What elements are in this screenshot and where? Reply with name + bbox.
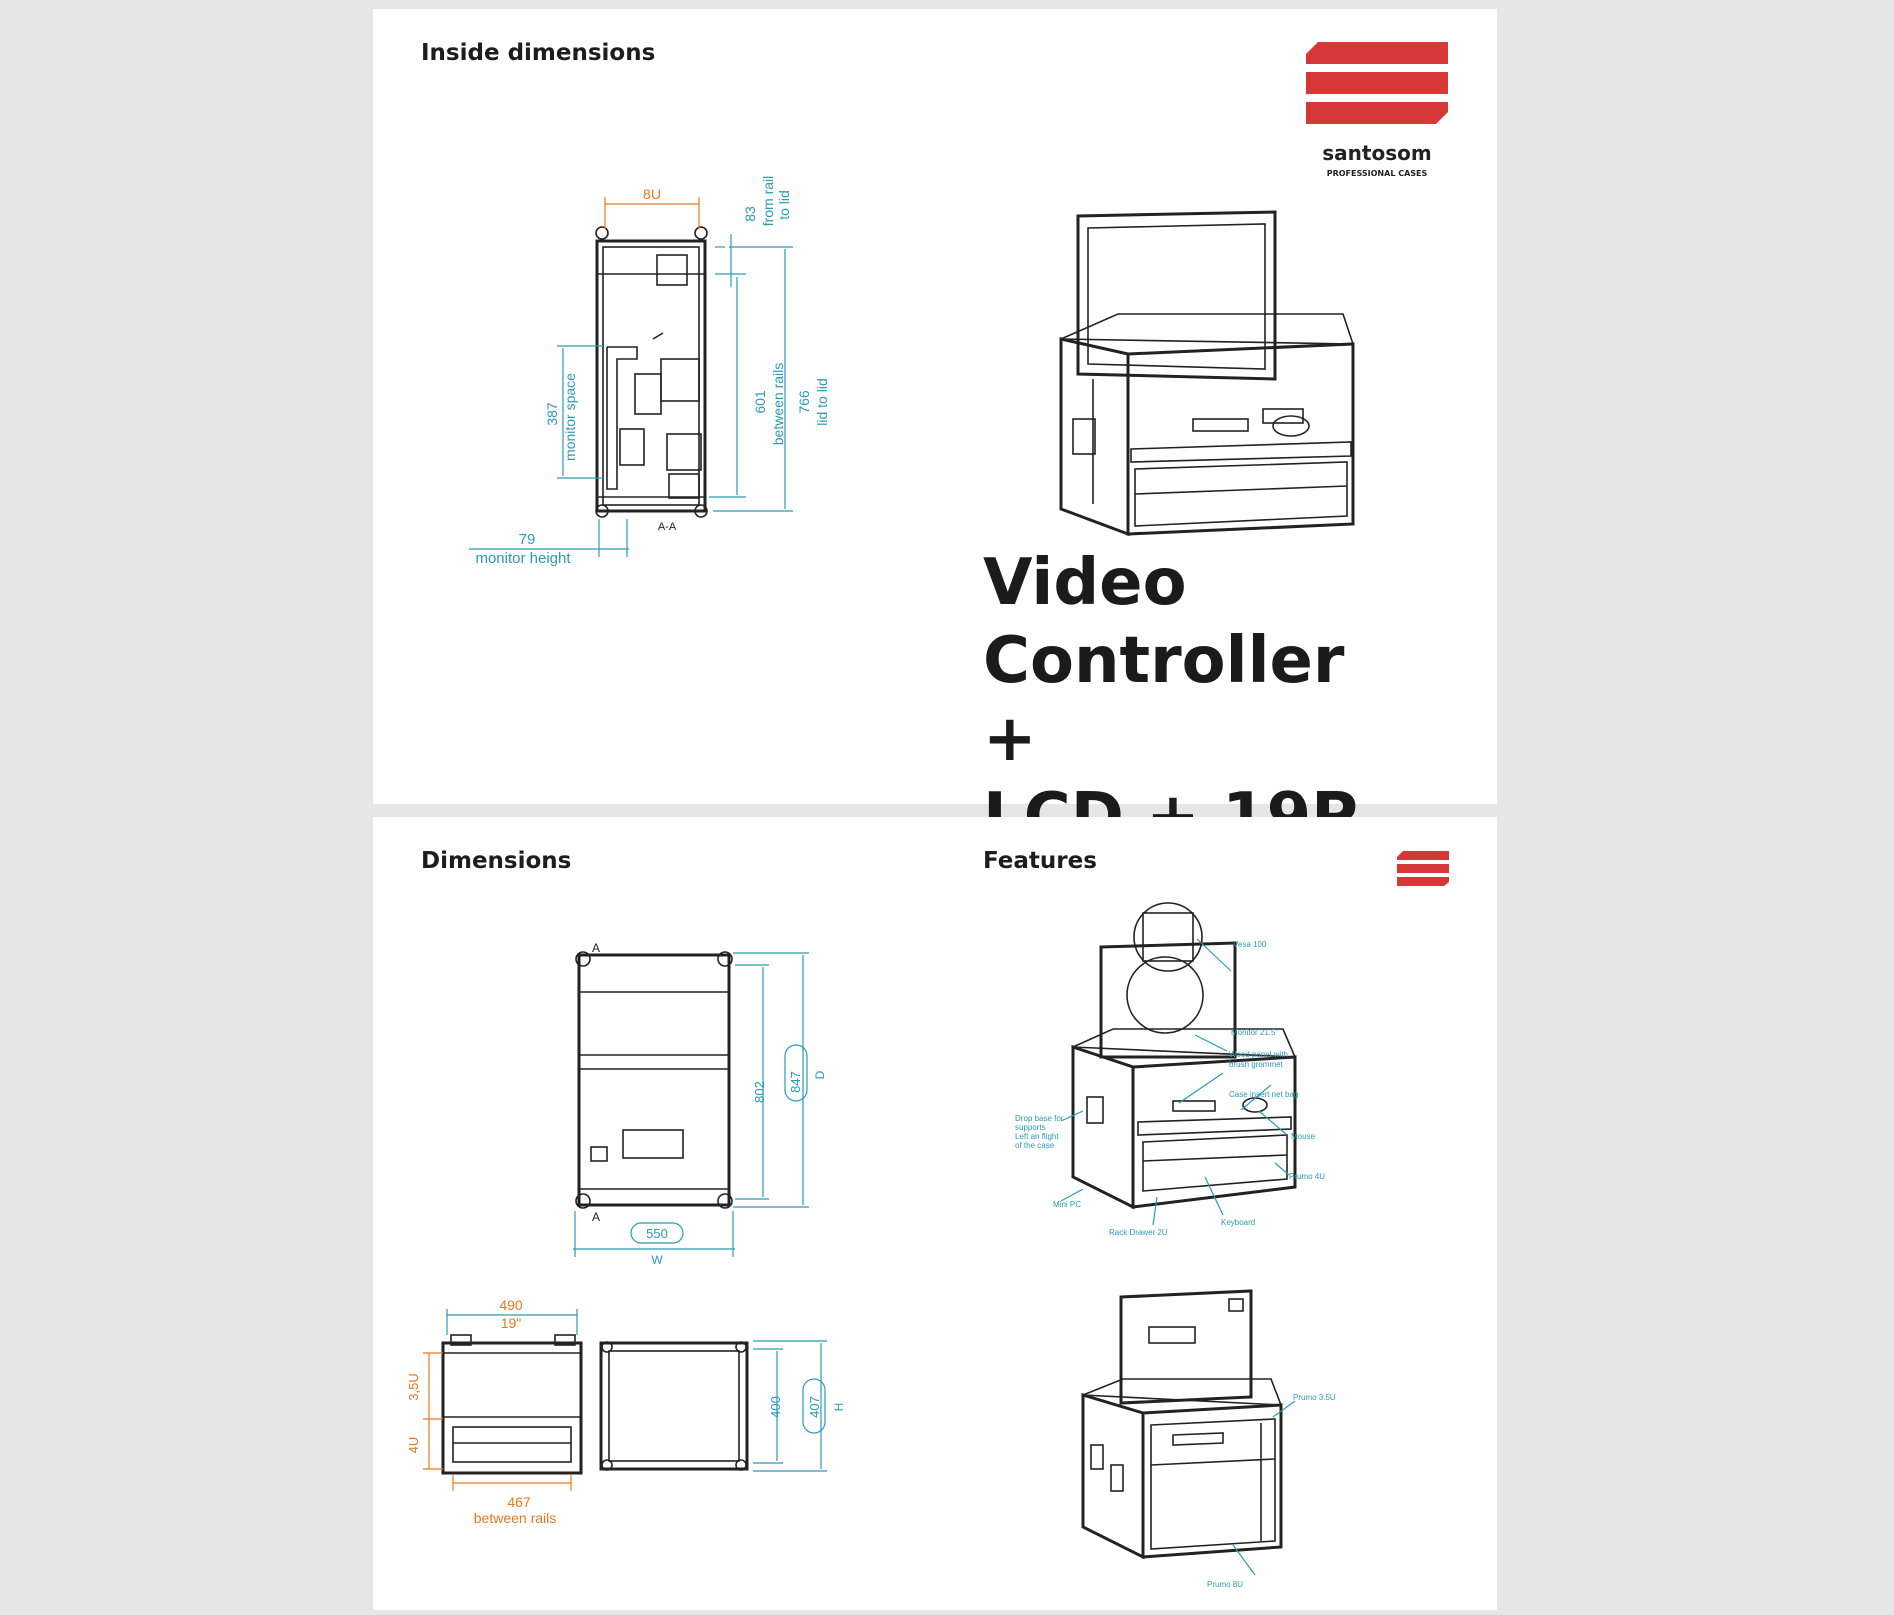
front-between-value: 467: [507, 1494, 531, 1510]
callout-net-bag: Case insert net bag: [1229, 1090, 1298, 1099]
depth-outer-value: 847: [788, 1071, 803, 1093]
section-mark-bottom: A: [592, 1210, 600, 1224]
callout-drop-base-2: supports: [1015, 1123, 1046, 1132]
callout-keyboard: Keyboard: [1221, 1218, 1255, 1227]
page-dimensions-features: Dimensions Features A A 802 847 D: [373, 817, 1497, 1610]
logo-wordmark: santosom: [1322, 141, 1431, 165]
front-between-label: between rails: [474, 1510, 557, 1526]
features-illustration-open-case: [1060, 902, 1297, 1226]
width-value: 550: [646, 1226, 668, 1241]
callout-rack-drawer: Rack Drawer 2U: [1109, 1228, 1168, 1237]
product-title-line-2: Controller +: [983, 624, 1345, 776]
section-title-features: Features: [983, 848, 1097, 874]
lid-to-lid-label: lid to lid: [814, 378, 830, 425]
callout-drop-base-3: Left an flight: [1015, 1132, 1059, 1141]
callout-mini-pc: Mini PC: [1053, 1200, 1081, 1209]
rail-to-lid-value: 83: [742, 206, 758, 222]
callout-prumo-35u: Prumo 3.5U: [1293, 1393, 1336, 1402]
width-letter: W: [651, 1253, 663, 1267]
between-rails-label: between rails: [770, 363, 786, 446]
side-view-drawing: 400 407 H: [599, 1340, 846, 1472]
front-upper-u: 3,5U: [406, 1373, 421, 1400]
logo-tagline: PROFESSIONAL CASES: [1327, 169, 1428, 178]
callout-mouse: Mouse: [1291, 1132, 1316, 1141]
callout-drop-base-1: Drop base for: [1015, 1114, 1064, 1123]
page-inside-dimensions: Inside dimensions santosom PROFESSIONAL …: [373, 9, 1497, 854]
features-illustration-rear-case: Prumo 3.5U Prumo 8U: [1081, 1289, 1336, 1589]
between-rails-value: 601: [752, 390, 768, 414]
front-width-19in: 19": [501, 1315, 522, 1331]
section-mark-top: A: [592, 941, 600, 955]
monitor-space-value: 387: [544, 402, 560, 426]
callout-wood-panel-1: Wood panel with: [1229, 1050, 1288, 1059]
callout-monitor: Monitor 21.5": [1231, 1028, 1278, 1037]
rail-to-lid-line2: to lid: [776, 190, 792, 220]
top-view-drawing: A A 802 847 D 550 W: [573, 941, 827, 1267]
rail-to-lid-line1: from rail: [760, 176, 776, 227]
inside-dimensions-drawing: 8U 83 from rail to lid 601 between rails…: [469, 176, 830, 567]
santosom-logo-small: [1397, 851, 1449, 886]
case-isometric-illustration: [1059, 210, 1355, 537]
section-title-inside-dimensions: Inside dimensions: [421, 40, 656, 66]
section-title-dimensions: Dimensions: [421, 848, 572, 874]
inside-width-label: 8U: [643, 186, 661, 202]
depth-inner-value: 802: [752, 1081, 767, 1103]
santosom-logo: santosom PROFESSIONAL CASES: [1306, 42, 1448, 178]
callout-drop-base-4: of the case: [1015, 1141, 1055, 1150]
callout-prumo-4u: Prumo 4U: [1289, 1172, 1325, 1181]
callout-vesa: Vesa 100: [1233, 940, 1267, 949]
callout-wood-panel-2: brush grommet: [1229, 1060, 1284, 1069]
product-title-line-1: Video: [983, 546, 1187, 620]
front-view-drawing: 490 19" 3,5U 4U 467 between rails: [406, 1297, 583, 1526]
front-width-490: 490: [499, 1297, 523, 1313]
case-outline: [595, 239, 707, 513]
monitor-space-label: monitor space: [562, 373, 578, 461]
height-outer-value: 407: [807, 1396, 822, 1418]
front-lower-u: 4U: [406, 1437, 421, 1454]
features-callout-labels: Vesa 100 Monitor 21.5" Wood panel with b…: [1015, 940, 1325, 1237]
height-inner-value: 400: [768, 1396, 783, 1418]
lid-to-lid-value: 766: [796, 390, 812, 414]
height-letter: H: [832, 1403, 846, 1412]
product-title: Video Controller + LCD + 19P: [983, 544, 1403, 856]
section-mark-aa: A-A: [658, 521, 677, 533]
monitor-height-value: 79: [519, 531, 536, 548]
monitor-height-label: monitor height: [475, 550, 571, 567]
callout-prumo-8u: Prumo 8U: [1207, 1580, 1243, 1589]
depth-letter: D: [813, 1070, 827, 1079]
